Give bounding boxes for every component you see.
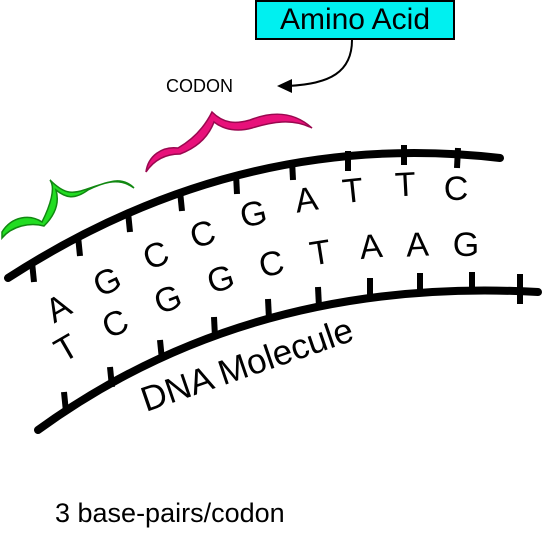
bottom-rung xyxy=(315,286,322,308)
dna-rungs xyxy=(29,145,523,413)
base-letter: A xyxy=(292,180,321,221)
bottom-rung xyxy=(107,366,115,388)
bottom-rung xyxy=(211,316,218,338)
base-letter: T xyxy=(341,171,366,211)
codon-bracket-green xyxy=(1,179,135,241)
base-letter: C xyxy=(96,302,134,347)
codon-bracket-magenta xyxy=(145,110,313,173)
base-letter: G xyxy=(149,277,187,322)
amino-acid-label: Amino Acid xyxy=(279,3,431,36)
codon-label: CODON xyxy=(166,76,233,96)
base-letter: T xyxy=(48,327,85,370)
bottom-rung xyxy=(265,298,272,320)
base-letter: G xyxy=(453,226,479,264)
base-letter: C xyxy=(444,170,469,208)
bottom-rung xyxy=(61,391,69,413)
base-letter: C xyxy=(185,213,220,257)
base-letter: G xyxy=(236,193,270,236)
top-rung xyxy=(75,235,83,257)
top-rung xyxy=(125,211,133,233)
top-rung xyxy=(233,173,240,195)
base-letter: G xyxy=(87,259,127,305)
base-letter: T xyxy=(394,165,417,204)
base-letter: A xyxy=(39,286,78,330)
codon-caption: 3 base-pairs/codon xyxy=(55,498,285,528)
base-letter: C xyxy=(255,243,287,286)
top-backbone xyxy=(4,149,504,282)
base-letter: A xyxy=(358,227,385,267)
base-letter: A xyxy=(405,225,430,264)
bottom-rung xyxy=(157,339,165,361)
base-letter: C xyxy=(138,234,175,278)
codon-arrow xyxy=(277,39,353,93)
top-rung xyxy=(29,261,37,283)
amino-acid-box: Amino Acid xyxy=(255,0,455,40)
base-letter: T xyxy=(307,233,333,274)
bottom-strand-bases: T C G G C T A A G xyxy=(48,225,479,370)
top-strand-bases: A G C C G A T T C xyxy=(39,165,468,330)
top-rung xyxy=(454,147,461,169)
base-letter: G xyxy=(203,257,239,301)
top-rung xyxy=(289,159,296,181)
top-rung xyxy=(177,190,185,212)
